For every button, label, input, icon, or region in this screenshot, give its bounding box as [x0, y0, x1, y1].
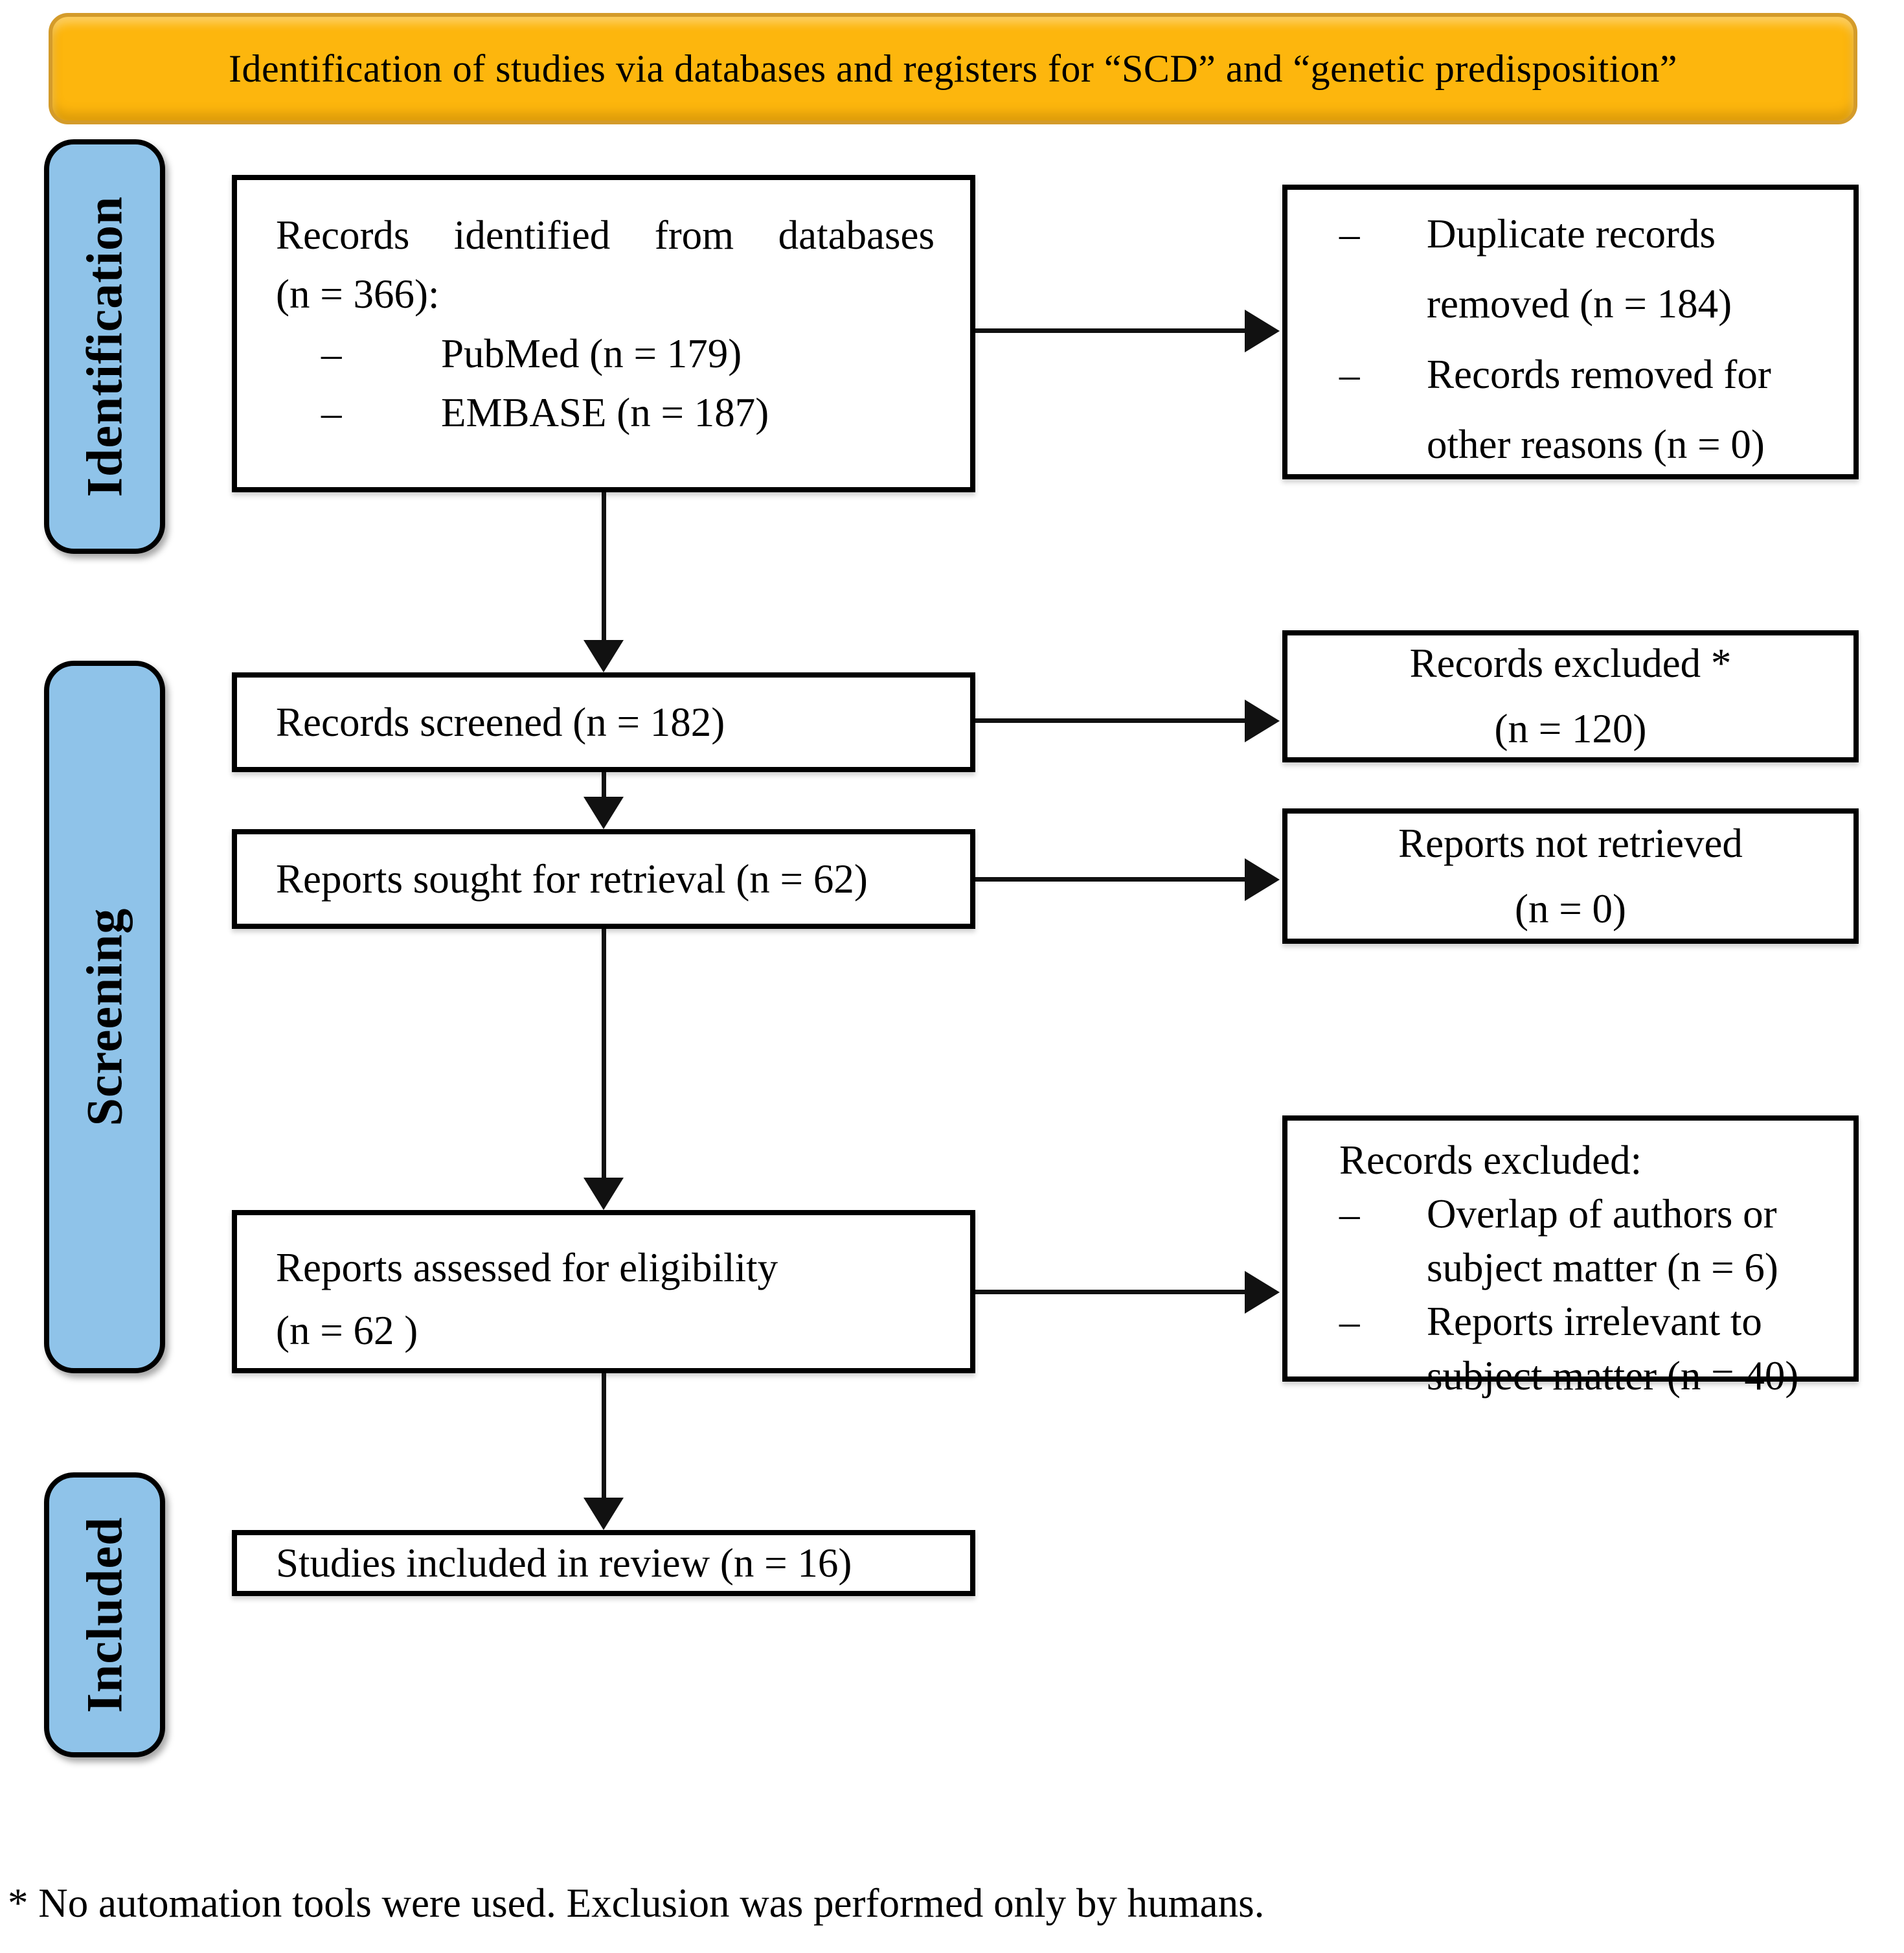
list-item: – Reports irrelevant to subject matter (… — [1339, 1295, 1838, 1402]
arrow-down-3-head-icon — [584, 1178, 624, 1210]
flow-box-records-screened: Records screened (n = 182) — [232, 672, 975, 772]
records-excluded-line2: (n = 120) — [1494, 706, 1647, 751]
flow-box-records-identified: Records identified from databases (n = 3… — [232, 175, 975, 492]
arrow-right-identification-line — [975, 328, 1247, 333]
flow-box-records-removed-before-screening: – Duplicate records removed (n = 184) – … — [1282, 185, 1859, 479]
arrow-down-4-line — [602, 1373, 606, 1500]
arrow-down-1-line — [602, 492, 606, 643]
reports-irrelevant-text: Reports irrelevant to subject matter (n … — [1427, 1299, 1799, 1399]
arrow-right-screened-line — [975, 718, 1247, 723]
arrow-right-sought-head-icon — [1245, 858, 1280, 901]
arrow-right-screened-head-icon — [1245, 700, 1280, 742]
list-item: – PubMed (n = 179) — [321, 325, 935, 383]
stage-included-label: Included — [76, 1516, 133, 1713]
reports-excluded-title: Records excluded: — [1339, 1137, 1642, 1183]
reports-not-retrieved-line1: Reports not retrieved — [1398, 820, 1743, 866]
records-identified-line2: (n = 366): — [276, 271, 440, 317]
stage-included: Included — [44, 1472, 165, 1757]
arrow-right-sought-line — [975, 877, 1247, 882]
list-item: – EMBASE (n = 187) — [321, 383, 935, 442]
dash-bullet: – — [1339, 351, 1360, 397]
arrow-down-2-head-icon — [584, 797, 624, 829]
duplicate-records-removed-text: Duplicate records removed (n = 184) — [1427, 211, 1732, 327]
list-item: – Duplicate records removed (n = 184) — [1339, 199, 1834, 339]
flow-box-reports-sought: Reports sought for retrieval (n = 62) — [232, 829, 975, 929]
dash-bullet: – — [1339, 211, 1360, 257]
list-item: – Records removed for other reasons (n =… — [1339, 339, 1834, 480]
flow-box-reports-not-retrieved: Reports not retrieved (n = 0) — [1282, 808, 1859, 944]
arrow-down-3-line — [602, 929, 606, 1180]
records-identified-item-embase: EMBASE (n = 187) — [441, 390, 769, 436]
stage-identification: Identification — [44, 139, 165, 554]
reports-assessed-line2: (n = 62 ) — [276, 1308, 418, 1354]
list-item: – Overlap of authors or subject matter (… — [1339, 1187, 1838, 1295]
stage-screening-label: Screening — [76, 908, 133, 1126]
dash-bullet: – — [321, 330, 342, 376]
records-excluded-line1: Records excluded * — [1409, 641, 1732, 687]
arrow-right-identification-head-icon — [1245, 310, 1280, 352]
records-screened-text: Records screened (n = 182) — [276, 699, 725, 745]
dash-bullet: – — [1339, 1191, 1360, 1237]
dash-bullet: – — [1339, 1299, 1360, 1345]
arrow-down-2-line — [602, 772, 606, 799]
overlap-authors-text: Overlap of authors or subject matter (n … — [1427, 1191, 1778, 1291]
records-removed-other-text: Records removed for other reasons (n = 0… — [1427, 351, 1771, 468]
reports-sought-text: Reports sought for retrieval (n = 62) — [276, 856, 868, 902]
reports-assessed-line1: Reports assessed for eligibility — [276, 1245, 778, 1290]
flow-box-records-excluded: Records excluded * (n = 120) — [1282, 630, 1859, 762]
records-identified-item-pubmed: PubMed (n = 179) — [441, 330, 742, 376]
flow-box-studies-included: Studies included in review (n = 16) — [232, 1530, 975, 1596]
footnote: * No automation tools were used. Exclusi… — [8, 1880, 1265, 1926]
arrow-down-1-head-icon — [584, 640, 624, 672]
arrow-right-assessed-head-icon — [1245, 1271, 1280, 1314]
studies-included-text: Studies included in review (n = 16) — [276, 1540, 852, 1586]
dash-bullet: – — [321, 390, 342, 436]
banner-title: Identification of studies via databases … — [229, 47, 1677, 90]
flow-box-reports-excluded-detail: Records excluded: – Overlap of authors o… — [1282, 1115, 1859, 1399]
flow-box-reports-assessed: Reports assessed for eligibility (n = 62… — [232, 1210, 975, 1373]
arrow-right-assessed-line — [975, 1290, 1247, 1294]
records-identified-line1: Records identified from databases — [276, 212, 935, 258]
banner: Identification of studies via databases … — [49, 13, 1857, 124]
reports-not-retrieved-line2: (n = 0) — [1515, 885, 1626, 931]
arrow-down-4-head-icon — [584, 1498, 624, 1530]
stage-screening: Screening — [44, 661, 165, 1373]
stage-identification-label: Identification — [76, 196, 133, 497]
